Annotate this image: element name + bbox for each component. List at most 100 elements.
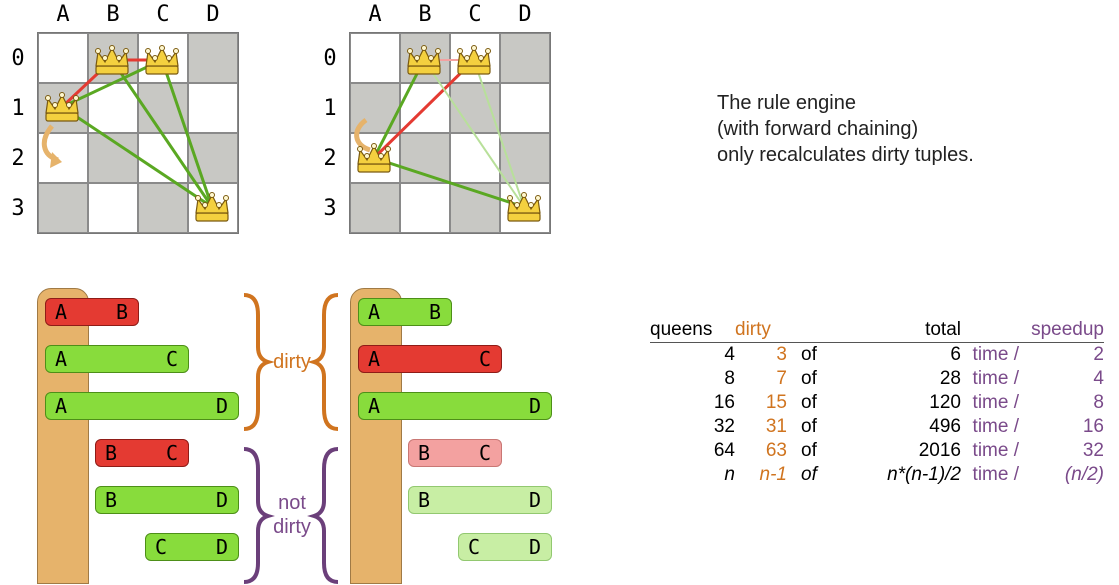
caption: The rule engine (with forward chaining) … — [717, 90, 974, 168]
board-overlay — [41, 44, 230, 222]
tuple-pillar — [37, 288, 89, 584]
cell-time: time / — [972, 464, 1019, 485]
ok-line-ad — [373, 156, 525, 209]
conflict-line-ac — [372, 58, 476, 160]
caption-line-3: only recalculates dirty tuples. — [717, 144, 974, 166]
cell-total: 496 — [929, 416, 961, 437]
queen-icon — [356, 142, 392, 173]
dirty-brace-right — [307, 293, 339, 431]
queen-icon — [194, 191, 230, 222]
header-total: total — [841, 318, 961, 343]
cell-dirty: n-1 — [759, 464, 787, 485]
caption-line-1: The rule engine — [717, 92, 856, 114]
row-label-3: 3 — [11, 196, 25, 221]
queen-icon — [144, 44, 180, 75]
cell-speedup: 16 — [1082, 416, 1104, 437]
board-after: A B C D 0 1 2 3 — [312, 0, 562, 240]
not-dirty-label-line2: dirty — [273, 516, 311, 538]
cell-dirty: 7 — [776, 368, 787, 389]
cell-total: 6 — [950, 344, 961, 365]
queen-icon — [506, 191, 542, 222]
cell-time: time / — [972, 440, 1019, 461]
cell-dirty: 63 — [765, 440, 787, 461]
col-label-d: D — [518, 2, 532, 27]
tuple-end-label: C — [478, 347, 491, 371]
tuple-start-label: A — [368, 347, 381, 371]
tuple-end-label: D — [528, 535, 541, 559]
tuple-end-label: B — [428, 300, 441, 324]
cell-dirty: 3 — [776, 344, 787, 365]
cell-of: of — [801, 368, 817, 389]
col-label-c: C — [468, 2, 482, 27]
cell-of: of — [801, 440, 817, 461]
ok-line-ad — [61, 105, 213, 209]
tuple-end-label: D — [215, 394, 228, 418]
caption-line-2: (with forward chaining) — [717, 118, 919, 140]
row-label-1: 1 — [11, 96, 25, 121]
tuple-start-label: B — [418, 488, 431, 512]
tuple-end-label: C — [165, 441, 178, 465]
cell-total: 28 — [939, 368, 961, 389]
faded-line-bd — [423, 59, 525, 208]
cell-queens: n — [724, 464, 735, 485]
ok-line-cd — [160, 59, 214, 208]
tuple-end-label: C — [478, 441, 491, 465]
cell-time: time / — [972, 368, 1019, 389]
tuple-start-label: A — [55, 300, 68, 324]
dirty-brace-left — [243, 293, 275, 431]
row-label-0: 0 — [11, 46, 25, 71]
row-label-3: 3 — [323, 196, 337, 221]
tuple-start-label: B — [105, 441, 118, 465]
row-label-0: 0 — [323, 46, 337, 71]
row-label-1: 1 — [323, 96, 337, 121]
cell-time: time / — [972, 392, 1019, 413]
tuple-end-label: D — [528, 488, 541, 512]
tuple-start-label: C — [468, 535, 481, 559]
tuple-end-label: D — [215, 488, 228, 512]
cell-time: time / — [972, 344, 1019, 365]
queen-icon — [456, 44, 492, 75]
header-queens: queens — [650, 318, 735, 343]
ok-line-ab — [372, 59, 426, 159]
cell-of: of — [801, 392, 817, 413]
cell-total: 120 — [929, 392, 961, 413]
col-label-a: A — [368, 2, 382, 27]
cell-queens: 16 — [713, 392, 735, 413]
board-before: A B C D 0 1 2 3 — [0, 0, 250, 240]
col-label-b: B — [418, 2, 432, 27]
col-label-d: D — [206, 2, 220, 27]
tuple-start-label: A — [368, 394, 381, 418]
queen-icon — [406, 44, 442, 75]
cell-speedup: 8 — [1093, 392, 1104, 413]
table-header-row: queens dirty total speedup — [650, 318, 1104, 343]
move-arrow-icon — [41, 124, 59, 163]
tuple-start-label: B — [418, 441, 431, 465]
cell-speedup: 2 — [1093, 344, 1104, 365]
braces — [243, 293, 339, 584]
cell-speedup: 4 — [1093, 368, 1104, 389]
cell-total: n*(n-1)/2 — [887, 464, 961, 485]
tuple-end-label: C — [165, 347, 178, 371]
queen-icon — [44, 91, 80, 122]
not-dirty-label-line1: not — [278, 492, 306, 514]
board-overlay — [354, 44, 542, 222]
faded-line-cd — [473, 59, 525, 208]
tuple-end-label: D — [528, 394, 541, 418]
queen-icon — [94, 44, 130, 75]
cell-queens: 64 — [713, 440, 735, 461]
header-dirty: dirty — [735, 318, 787, 343]
tuple-end-label: D — [215, 535, 228, 559]
